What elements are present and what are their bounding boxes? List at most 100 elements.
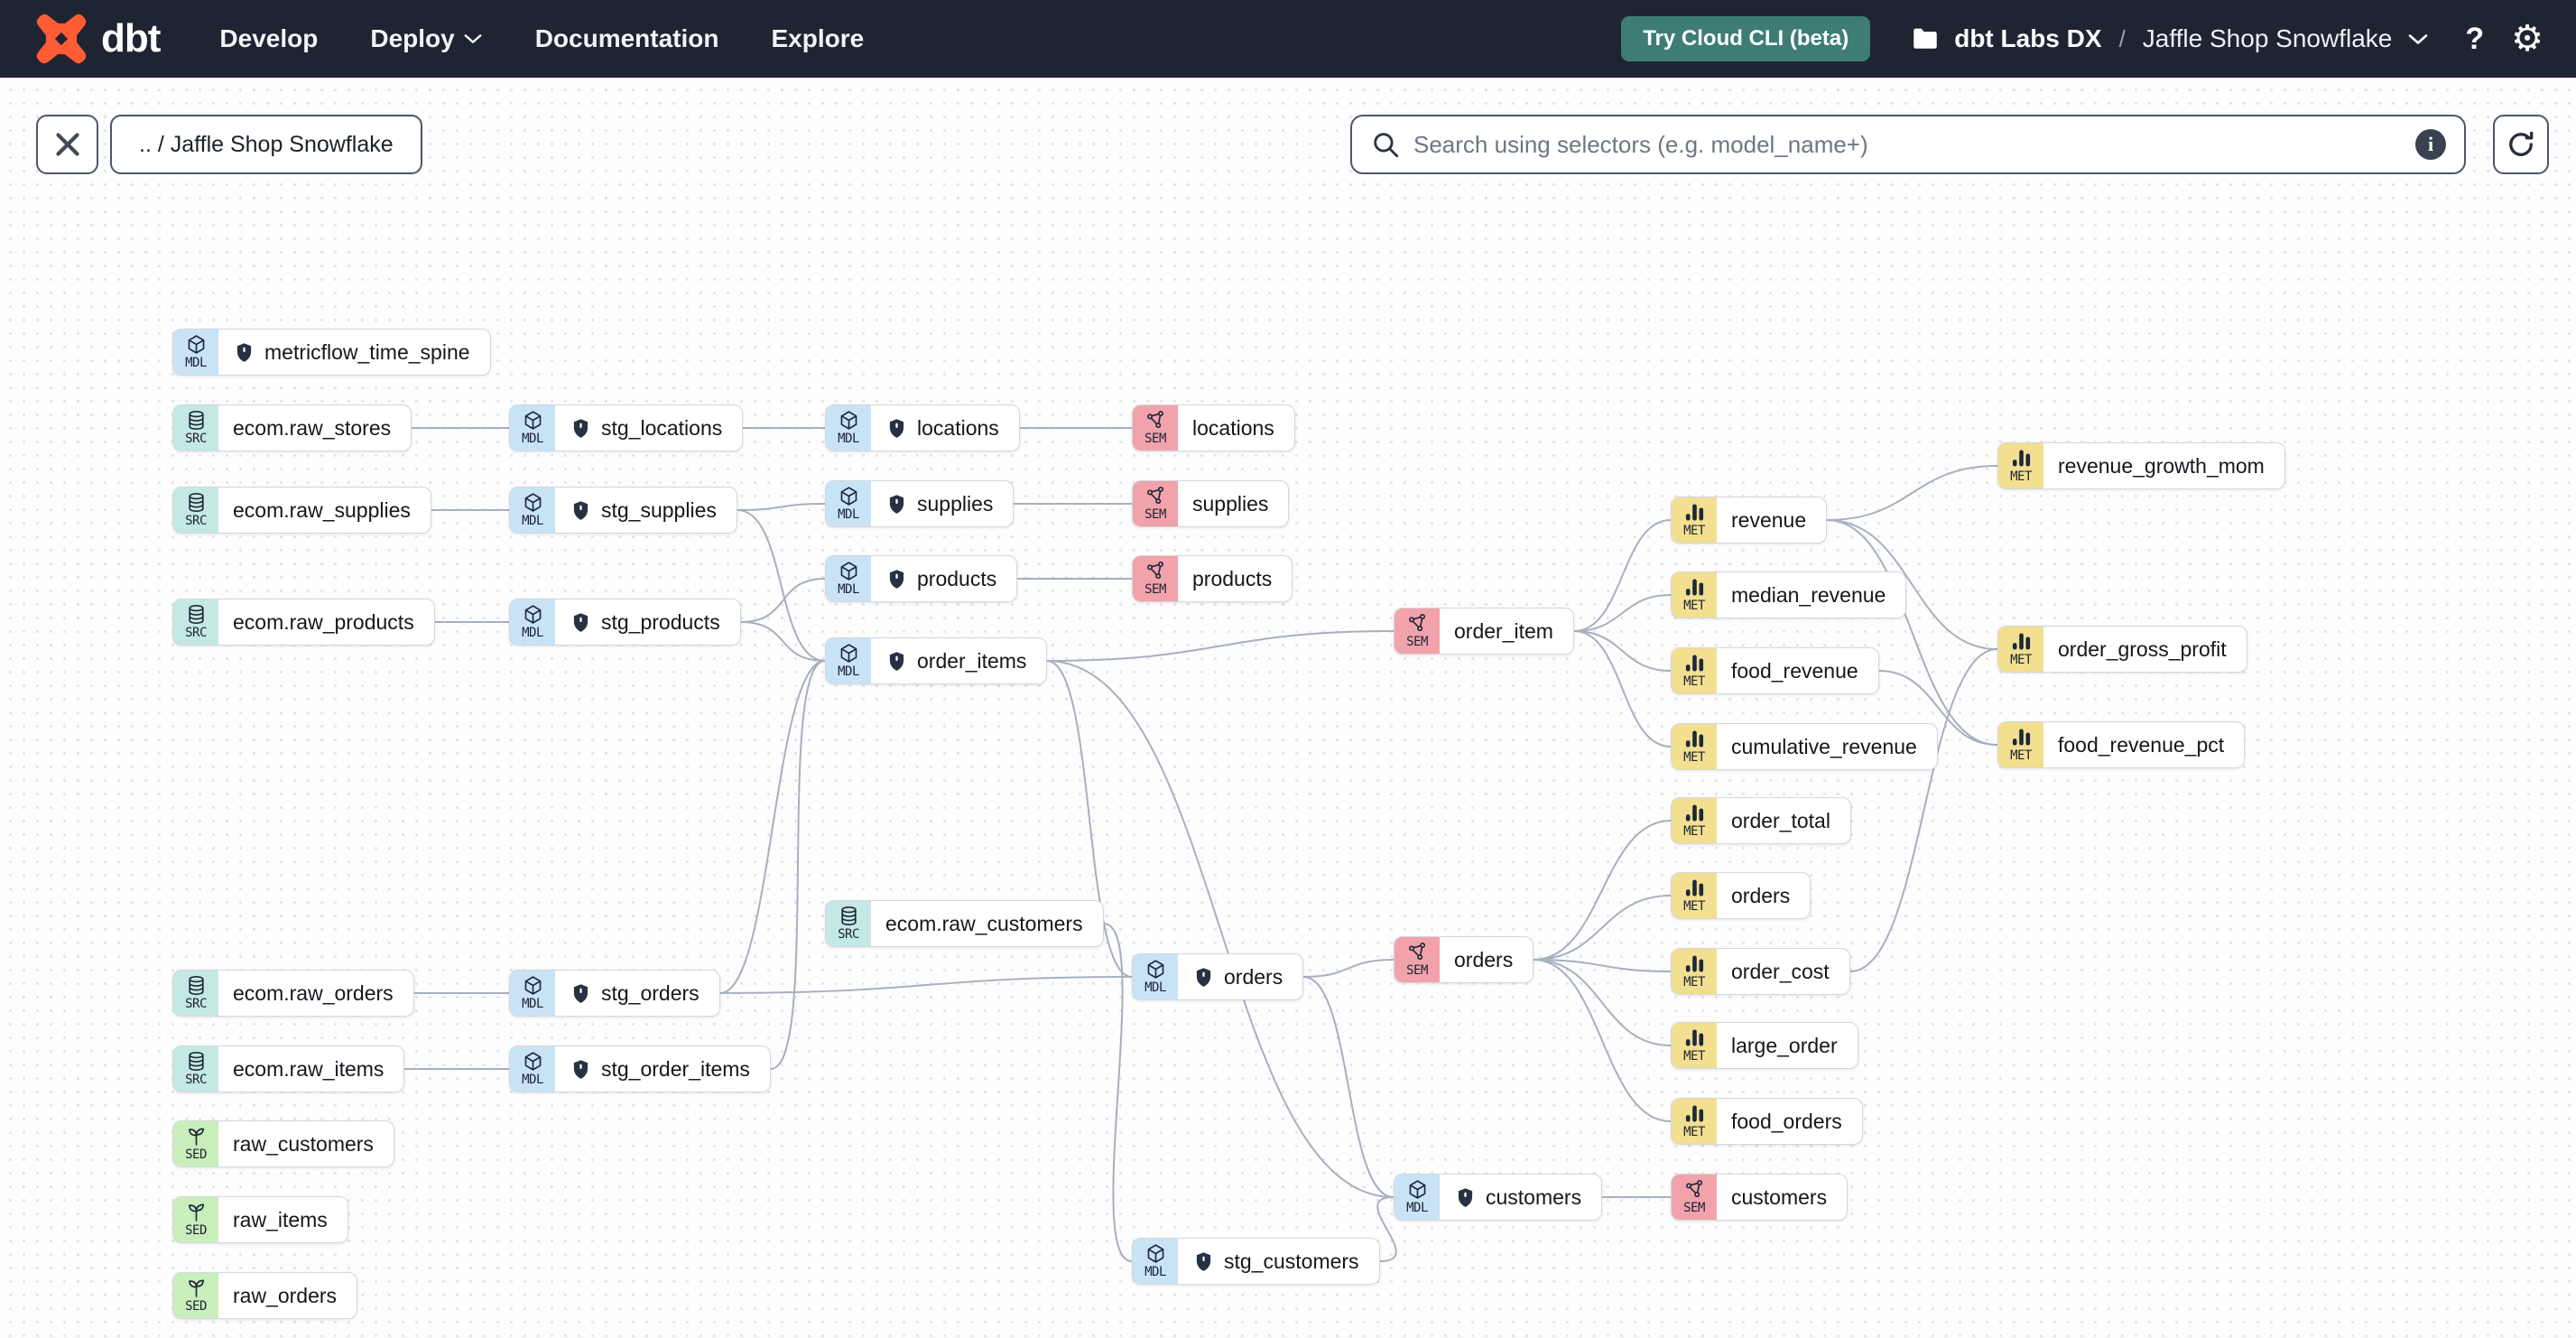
breadcrumb[interactable]: .. / Jaffle Shop Snowflake	[110, 115, 422, 174]
lineage-edge	[737, 503, 826, 511]
node-type-label: SRC	[185, 432, 207, 447]
node-name: order_cost	[1717, 949, 1849, 994]
shield-icon	[885, 493, 908, 516]
info-icon[interactable]: i	[2415, 129, 2446, 160]
node-name: metricflow_time_spine	[218, 330, 490, 375]
nav-item-documentation[interactable]: Documentation	[534, 24, 719, 52]
node-type-badge: SRC	[173, 599, 218, 645]
lineage-node-mdl_orders[interactable]: MDL orders	[1132, 953, 1304, 1000]
refresh-button[interactable]	[2493, 115, 2549, 174]
node-type-badge: SED	[173, 1197, 218, 1242]
bar-chart-icon	[1683, 576, 1706, 599]
close-lineage-button[interactable]	[36, 115, 98, 174]
node-name: ecom.raw_items	[218, 1046, 403, 1092]
nav-item-develop[interactable]: Develop	[219, 24, 319, 52]
search-input[interactable]	[1413, 130, 2415, 159]
gear-icon[interactable]: ⚙	[2511, 19, 2544, 59]
bar-chart-icon	[1683, 877, 1706, 899]
selector-search-bar: i	[1350, 115, 2466, 174]
lineage-edge-layer	[404, 426, 1998, 1262]
node-label: order_total	[1731, 808, 1830, 832]
shield-icon	[570, 499, 592, 522]
node-label: ecom.raw_supplies	[233, 497, 411, 522]
node-type-badge: MDL	[826, 481, 871, 526]
node-type-label: MDL	[838, 582, 859, 598]
nav-item-explore[interactable]: Explore	[771, 24, 865, 52]
lineage-node-met_order_cost[interactable]: MET order_cost	[1671, 948, 1850, 995]
node-label: raw_customers	[233, 1131, 374, 1156]
project-name: Jaffle Shop Snowflake	[2142, 24, 2393, 52]
node-type-label: MDL	[522, 432, 543, 447]
cube-icon	[522, 603, 544, 626]
lineage-edge	[1103, 923, 1133, 1262]
bar-chart-icon	[2010, 630, 2033, 653]
node-type-badge: MET	[1672, 873, 1717, 918]
nav-item-deploy[interactable]: Deploy	[370, 24, 482, 53]
node-type-badge: MDL	[826, 405, 871, 451]
node-label: stg_order_items	[601, 1056, 750, 1081]
breadcrumb-separator: /	[2118, 24, 2126, 52]
node-type-badge: MDL	[1133, 954, 1178, 999]
node-label: stg_products	[601, 609, 720, 634]
node-label: orders	[1224, 964, 1283, 989]
node-name: ecom.raw_stores	[218, 405, 411, 451]
node-name: supplies	[1178, 481, 1288, 526]
node-type-label: MET	[1683, 674, 1705, 690]
close-icon	[55, 133, 79, 156]
node-type-badge: MET	[1672, 1023, 1717, 1068]
dbt-logo[interactable]: dbt	[32, 10, 161, 68]
network-icon	[1144, 409, 1167, 432]
help-icon[interactable]: ?	[2465, 21, 2485, 56]
cube-icon	[1144, 958, 1167, 980]
node-type-badge: MET	[1998, 722, 2043, 767]
database-icon	[185, 974, 208, 997]
try-cloud-cli-button[interactable]: Try Cloud CLI (beta)	[1621, 16, 1871, 61]
node-type-label: MET	[1683, 975, 1705, 990]
node-name: ecom.raw_products	[218, 599, 434, 645]
lineage-node-src_ecom_raw_stores[interactable]: SRC ecom.raw_stores	[172, 404, 412, 451]
node-type-badge: MDL	[510, 971, 555, 1016]
node-type-badge: MDL	[510, 488, 555, 533]
node-type-label: MET	[2010, 469, 2032, 485]
account-switcher[interactable]: dbt Labs DX / Jaffle Shop Snowflake	[1910, 23, 2429, 54]
node-label: stg_customers	[1224, 1249, 1359, 1273]
